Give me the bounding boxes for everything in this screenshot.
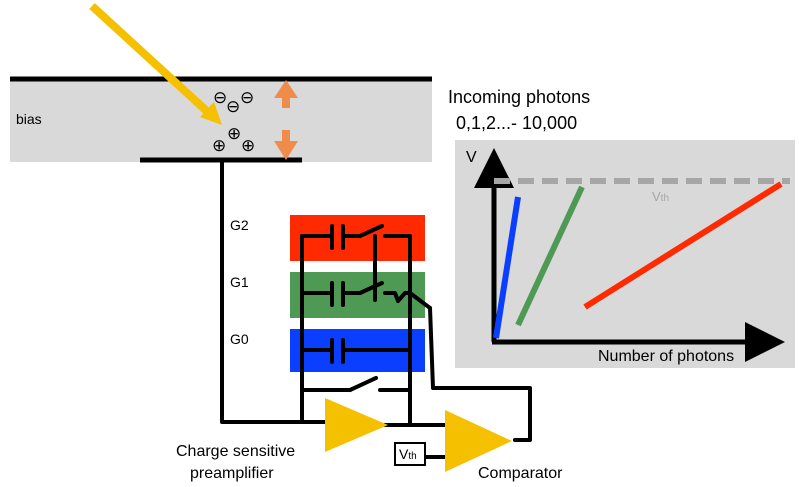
g2-switch xyxy=(358,224,384,238)
down-drift-arrow xyxy=(274,130,298,160)
g1-label: G1 xyxy=(230,274,249,290)
wire-control-loop xyxy=(428,306,532,442)
reset-switch xyxy=(348,376,378,392)
bias-band xyxy=(10,78,432,162)
electron-2: ⊖ xyxy=(226,97,240,117)
threshold-label: Vth xyxy=(652,189,669,204)
g2-label: G2 xyxy=(230,217,249,233)
hole-1: ⊕ xyxy=(227,124,241,144)
preamp-label-line1: Charge sensitive xyxy=(176,443,295,460)
preamp-label-line2: preamplifier xyxy=(190,465,274,482)
electron-1: ⊖ xyxy=(213,88,227,108)
g1-response-line xyxy=(515,185,585,327)
inset-title-line2: 0,1,2...- 10,000 xyxy=(456,113,577,133)
charge-sensitive-preamplifier xyxy=(325,398,388,452)
hole-3: ⊕ xyxy=(241,136,255,156)
inset-chart: Incoming photons 0,1,2...- 10,000 V Vth … xyxy=(448,87,795,368)
g2-response-line xyxy=(583,181,783,310)
inset-x-axis-label: Number of photons xyxy=(598,348,734,365)
comparator-label: Comparator xyxy=(478,465,563,482)
inset-title-line1: Incoming photons xyxy=(448,87,590,107)
g1-switch xyxy=(358,281,384,295)
g0-label: G0 xyxy=(230,331,249,347)
inset-y-axis-label: V xyxy=(466,149,477,166)
circuit-wiring xyxy=(220,158,532,459)
electron-3: ⊖ xyxy=(240,88,254,108)
photon-arrow xyxy=(89,3,222,125)
hole-2: ⊕ xyxy=(212,136,226,156)
bias-label: bias xyxy=(16,111,42,127)
sensor: bias ⊖ ⊖ ⊖ ⊕ ⊕ ⊕ xyxy=(10,76,432,163)
svg-text:Vth: Vth xyxy=(399,446,417,462)
comparator-amplifier xyxy=(445,410,512,472)
inset-panel xyxy=(455,140,795,368)
up-drift-arrow xyxy=(274,80,298,108)
wire-sensor-to-preamp xyxy=(220,158,327,424)
g0-response-line xyxy=(493,196,521,339)
vth-box: Vth xyxy=(394,442,426,466)
